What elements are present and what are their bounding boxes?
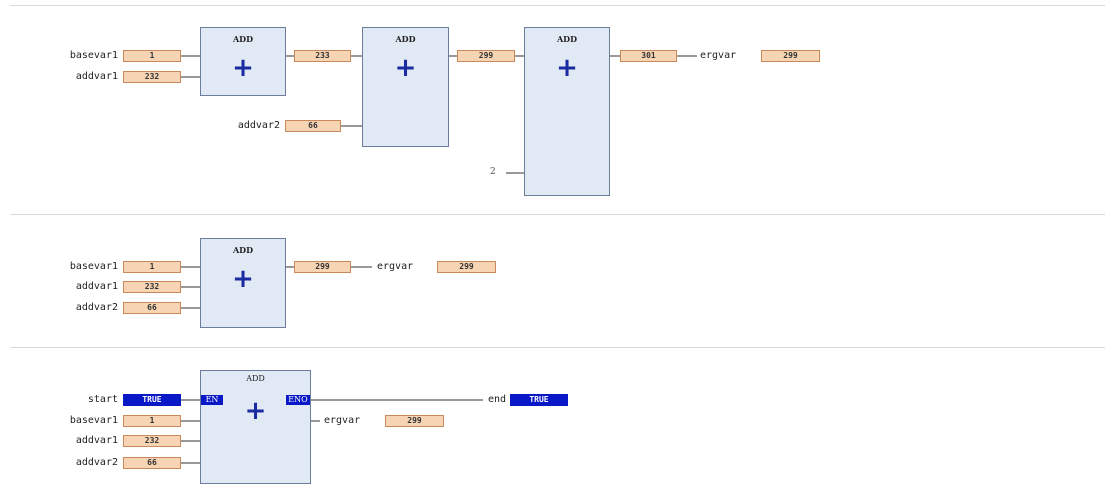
add-block-title: ADD bbox=[556, 34, 578, 44]
output-label-ergvar: ergvar bbox=[377, 261, 414, 272]
input-label-addvar1: addvar1 bbox=[75, 281, 118, 292]
add-block-title: ADD bbox=[246, 374, 265, 383]
eno-pin: ENO bbox=[286, 395, 310, 405]
add-block-title: ADD bbox=[395, 34, 416, 44]
network-divider bbox=[10, 5, 1105, 6]
input-value-basevar1[interactable]: 1 bbox=[123, 415, 181, 427]
input-label-addvar2: addvar2 bbox=[75, 457, 118, 468]
plus-icon: + bbox=[232, 53, 254, 83]
input-value-addvar2[interactable]: 66 bbox=[123, 457, 181, 469]
add-block-2[interactable]: ADD + bbox=[362, 27, 449, 147]
input-label-basevar1: basevar1 bbox=[69, 415, 118, 426]
add1-output-value[interactable]: 233 bbox=[294, 50, 351, 62]
input-value-addvar1[interactable]: 232 bbox=[123, 71, 181, 83]
plus-icon: + bbox=[232, 264, 254, 294]
input-label-addvar2: addvar2 bbox=[75, 302, 118, 313]
input-label-addvar1: addvar1 bbox=[75, 71, 118, 82]
input-value-start[interactable]: TRUE bbox=[123, 394, 181, 406]
plus-icon: + bbox=[244, 396, 267, 426]
output-label-ergvar: ergvar bbox=[324, 415, 361, 426]
output-value-ergvar[interactable]: 299 bbox=[385, 415, 444, 427]
input-label-basevar1: basevar1 bbox=[69, 50, 118, 61]
add-block-title: ADD bbox=[232, 34, 254, 44]
input-label-addvar1: addvar1 bbox=[75, 435, 118, 446]
input-value-addvar2[interactable]: 66 bbox=[123, 302, 181, 314]
output-label-end: end bbox=[488, 394, 507, 405]
add-block[interactable]: ADD + bbox=[200, 238, 286, 328]
network-divider bbox=[10, 214, 1105, 215]
add2-output-value[interactable]: 299 bbox=[457, 50, 515, 62]
add-block-enable[interactable]: ADD + EN ENO bbox=[200, 370, 311, 484]
plus-icon: + bbox=[394, 53, 417, 83]
add-block-title: ADD bbox=[232, 245, 254, 255]
input-value-addvar2[interactable]: 66 bbox=[285, 120, 341, 132]
output-value-ergvar[interactable]: 299 bbox=[437, 261, 496, 273]
input-value-addvar1[interactable]: 232 bbox=[123, 281, 181, 293]
plus-icon: + bbox=[556, 53, 578, 83]
add-block-1[interactable]: ADD + bbox=[200, 27, 286, 96]
output-value-ergvar[interactable]: 299 bbox=[761, 50, 820, 62]
input-value-addvar1[interactable]: 232 bbox=[123, 435, 181, 447]
add3-output-value[interactable]: 301 bbox=[620, 50, 677, 62]
input-label-basevar1: basevar1 bbox=[69, 261, 118, 272]
output-label-ergvar: ergvar bbox=[700, 50, 737, 61]
input-value-basevar1[interactable]: 1 bbox=[123, 50, 181, 62]
output-value-end[interactable]: TRUE bbox=[510, 394, 568, 406]
constant-2: 2 bbox=[490, 167, 496, 177]
en-pin: EN bbox=[201, 395, 223, 405]
input-label-addvar2: addvar2 bbox=[237, 120, 280, 131]
input-label-start: start bbox=[87, 394, 118, 405]
network-divider bbox=[10, 347, 1105, 348]
input-value-basevar1[interactable]: 1 bbox=[123, 261, 181, 273]
add-block-3[interactable]: ADD + bbox=[524, 27, 610, 196]
add-output-value[interactable]: 299 bbox=[294, 261, 351, 273]
